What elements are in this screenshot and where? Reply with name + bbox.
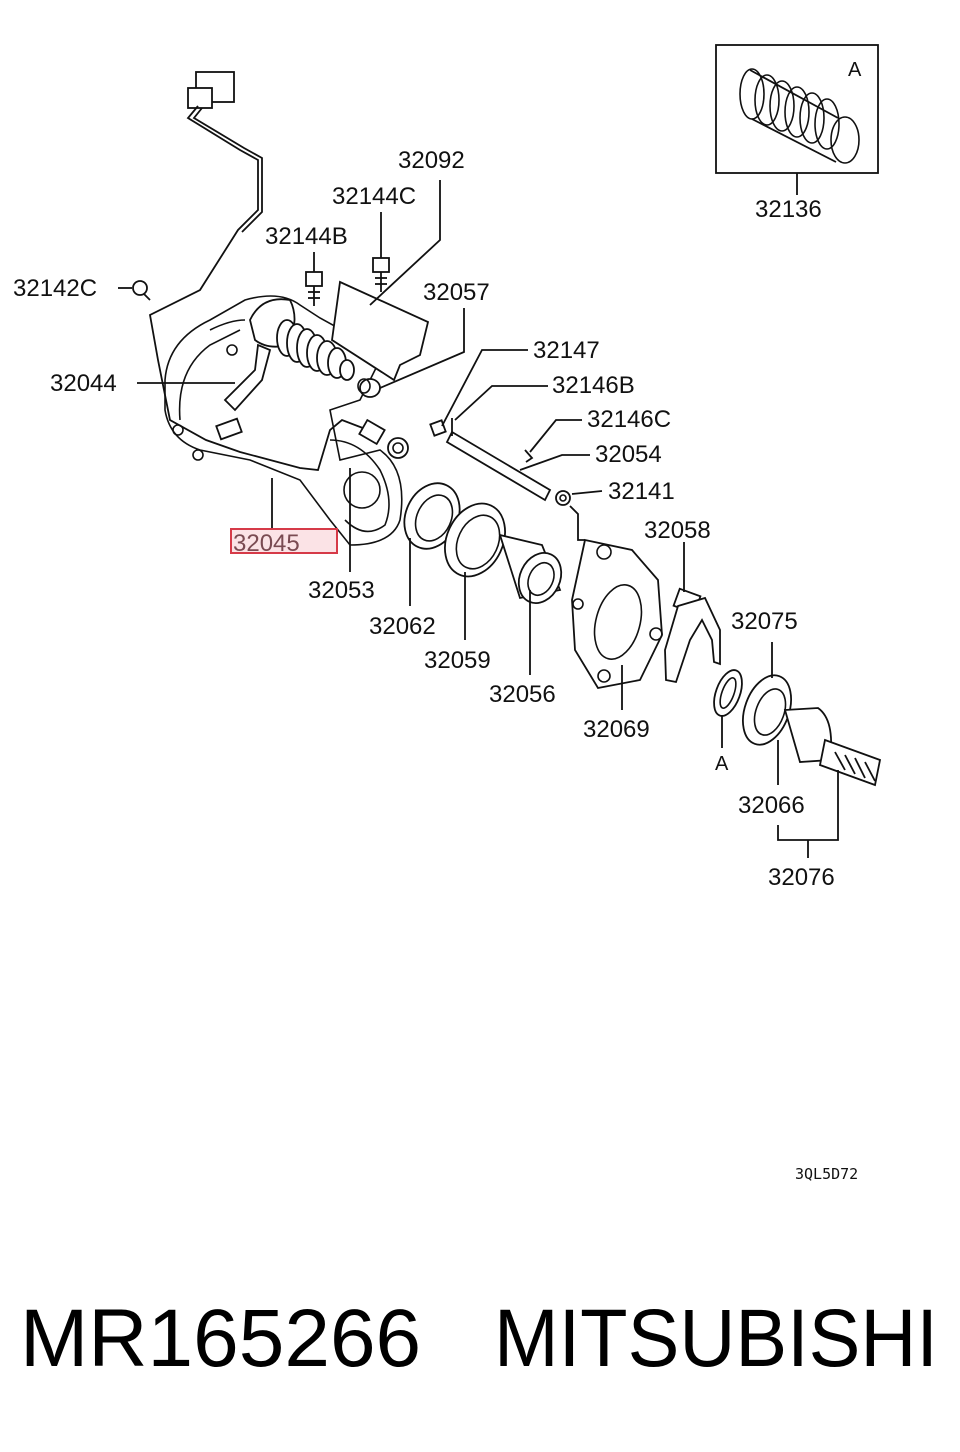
brand-name: MITSUBISHI: [494, 1293, 938, 1384]
label-32054: 32054: [595, 441, 662, 468]
inset-box-a: A: [715, 44, 879, 195]
label-32045: 32045: [233, 530, 300, 557]
inset-letter: A: [848, 59, 862, 81]
sleeve-32056: [498, 533, 563, 604]
label-32069: 32069: [583, 716, 650, 743]
label-32141: 32141: [608, 478, 675, 505]
sensor-plug: [358, 418, 386, 446]
bearing-32059: [444, 502, 506, 578]
spring-coil: [739, 68, 860, 164]
part-number: MR165266: [20, 1293, 421, 1384]
output-shaft-32076: [783, 707, 882, 787]
label-32144B: 32144B: [265, 223, 348, 250]
label-32066: 32066: [738, 792, 805, 819]
shaft-32054: [445, 418, 552, 502]
label-32076: 32076: [768, 864, 835, 891]
snap-ring-a: [713, 669, 743, 717]
label-32057: 32057: [423, 279, 490, 306]
label-32146C: 32146C: [587, 406, 671, 433]
leader-lines: [118, 180, 839, 858]
retainer-32069: [571, 538, 663, 690]
oil-seal-32062: [403, 482, 461, 550]
bushing-32057: [357, 378, 381, 398]
label-32142C: 32142C: [13, 275, 97, 302]
nut-32141: [555, 490, 571, 506]
bolt-32144C: [372, 257, 390, 292]
clip-32146C: [524, 449, 534, 463]
bolt-32144B: [305, 271, 323, 306]
wiring-harness: [132, 71, 369, 471]
label-32056: 32056: [489, 681, 556, 708]
highlight-box: [230, 528, 338, 554]
shift-boot: [276, 319, 355, 381]
fork-32058: [664, 587, 721, 684]
label-32059: 32059: [424, 647, 491, 674]
label-32044: 32044: [50, 370, 117, 397]
label-32136: 32136: [755, 196, 822, 223]
callout-letter-a: A: [715, 753, 729, 775]
label-32058: 32058: [644, 517, 711, 544]
label-32053: 32053: [308, 577, 375, 604]
transfer-housing: [164, 295, 409, 546]
cover-32092: [331, 280, 430, 382]
drawing-code: 3QL5D72: [795, 1165, 858, 1183]
highlighted-part-32045[interactable]: 32045: [230, 528, 338, 557]
label-32062: 32062: [369, 613, 436, 640]
label-32144C: 32144C: [332, 183, 416, 210]
label-32147: 32147: [533, 337, 600, 364]
pin-32147: [429, 419, 447, 437]
label-32092: 32092: [398, 147, 465, 174]
label-32075: 32075: [731, 608, 798, 635]
label-32146B: 32146B: [552, 372, 635, 399]
